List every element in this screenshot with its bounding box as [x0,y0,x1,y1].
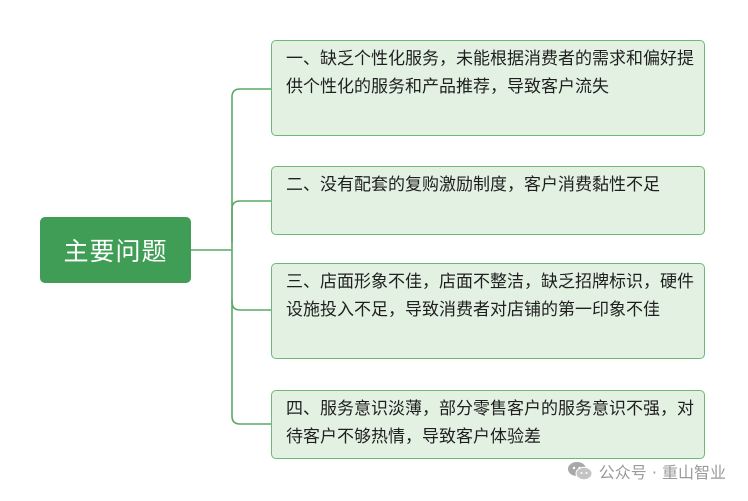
branch-node-3[interactable]: 三、店面形象不佳，店面不整洁，缺乏招牌标识，硬件设施投入不足，导致消费者对店铺的… [271,263,705,359]
branch-text: 二、没有配套的复购激励制度，客户消费黏性不足 [286,175,660,195]
branch-node-2[interactable]: 二、没有配套的复购激励制度，客户消费黏性不足 [271,166,705,235]
watermark: 公众号 · 重山智业 [567,459,726,483]
branch-node-4[interactable]: 四、服务意识淡薄，部分零售客户的服务意识不强，对待客户不够热情，导致客户体验差 [271,390,705,459]
branch-text: 四、服务意识淡薄，部分零售客户的服务意识不强，对待客户不够热情，导致客户体验差 [286,399,694,447]
connector-branch-2 [231,200,271,250]
root-node[interactable]: 主要问题 [40,217,191,283]
root-label: 主要问题 [63,237,168,266]
wechat-icon [567,462,593,481]
branch-node-1[interactable]: 一、缺乏个性化服务，未能根据消费者的需求和偏好提供个性化的服务和产品推荐，导致客… [271,40,705,136]
branch-text: 三、店面形象不佳，店面不整洁，缺乏招牌标识，硬件设施投入不足，导致消费者对店铺的… [286,272,694,320]
connector-branch-3 [231,250,271,311]
watermark-text: 公众号 · 重山智业 [598,463,726,482]
branch-text: 一、缺乏个性化服务，未能根据消费者的需求和偏好提供个性化的服务和产品推荐，导致客… [286,49,694,97]
connector-branch-4 [231,300,271,425]
connector-branch-1 [231,88,271,242]
